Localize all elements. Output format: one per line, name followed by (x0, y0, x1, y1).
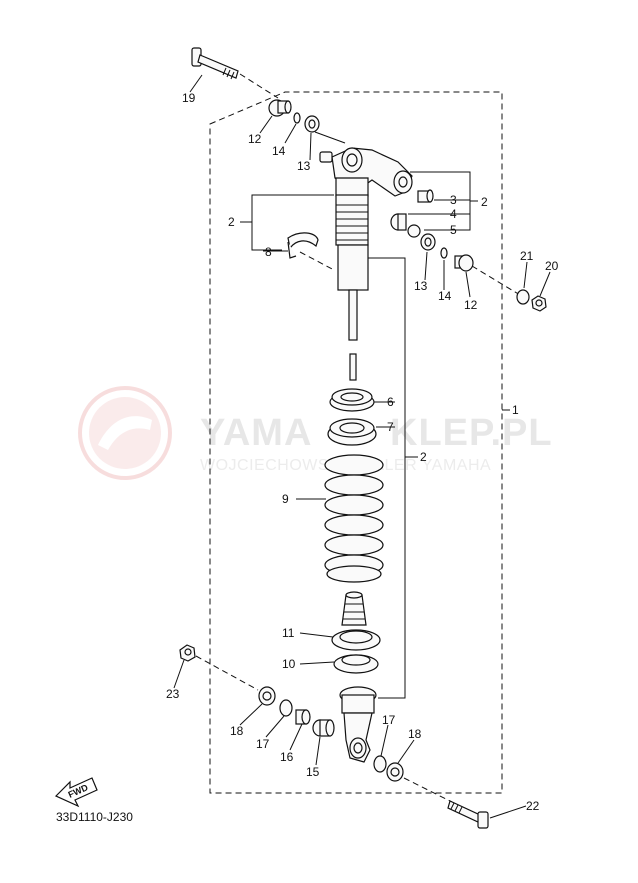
callout-23: 23 (166, 687, 180, 701)
callout-19: 19 (182, 91, 196, 105)
bracket-2-top (408, 171, 478, 231)
callout-5: 5 (450, 223, 457, 237)
locknut-6 (329, 388, 375, 412)
callout-6: 6 (387, 395, 394, 409)
spring-guide-10 (333, 654, 379, 674)
oring-5 (407, 224, 421, 238)
callout-22: 22 (526, 799, 540, 813)
callout-14-right: 14 (438, 289, 452, 303)
callout-18-left: 18 (230, 724, 244, 738)
bolt-22 (447, 800, 489, 829)
callout-10: 10 (282, 657, 296, 671)
adjust-nut-7 (327, 418, 377, 446)
leader-13a-line (314, 131, 346, 144)
callout-16: 16 (280, 750, 294, 764)
spring-9 (324, 454, 384, 583)
shock-lower-mount (339, 686, 377, 763)
bracket-2-right (368, 257, 406, 699)
leader-22-line (403, 777, 453, 803)
oring-14-right (440, 247, 448, 259)
watermark-logo-icon (78, 386, 172, 480)
spring-seat-11 (331, 629, 381, 651)
callout-9: 9 (282, 492, 289, 506)
oring-14-top (293, 112, 301, 124)
watermark-title-2: KLEP.PL (390, 412, 553, 454)
shock-upper-mount (319, 147, 413, 197)
washer-18-right (386, 762, 404, 782)
callout-1: 1 (512, 403, 519, 417)
callout-8: 8 (265, 245, 272, 259)
callout-2-top: 2 (481, 195, 488, 209)
callout-14-top: 14 (272, 144, 286, 158)
oil-seal-17-right (373, 755, 387, 773)
diagram-code: 33D1110-J230 (56, 810, 133, 824)
callout-18-right: 18 (408, 727, 422, 741)
callout-12-top: 12 (248, 132, 262, 146)
callout-11: 11 (282, 626, 295, 640)
nut-23 (179, 644, 196, 662)
washer-13-top (304, 115, 320, 133)
callout-12-right: 12 (464, 298, 478, 312)
washer-21 (516, 289, 530, 305)
washer-18-left (258, 686, 276, 706)
collar-16 (295, 709, 311, 725)
oil-seal-17-left (279, 699, 293, 717)
bushing-4 (390, 213, 407, 231)
callout-7: 7 (387, 420, 394, 434)
callout-13-right: 13 (414, 279, 428, 293)
watermark: YAMA KLEP.PL WOJCIECHOWSKI DEALER YAMAHA (78, 386, 553, 480)
callout-21: 21 (520, 249, 534, 263)
collar-12-right (454, 254, 474, 272)
washer-13-right (420, 233, 436, 251)
plate-8 (287, 232, 319, 259)
callout-15: 15 (306, 765, 320, 779)
assembly-boundary (209, 91, 503, 794)
fwd-arrow-icon: FWD (54, 777, 98, 808)
nut-20 (531, 295, 547, 312)
leader-lines (173, 74, 551, 819)
leader-19-line (239, 73, 279, 99)
leader-8-line (299, 251, 335, 271)
leader-23-line (195, 655, 259, 691)
callout-4: 4 (450, 207, 457, 221)
callout-17-right: 17 (382, 713, 396, 727)
callout-13-top: 13 (297, 159, 311, 173)
leader-12b-line (471, 265, 521, 296)
callouts: 19 12 14 13 3 4 5 2 2 8 13 14 12 21 20 1… (166, 91, 559, 813)
callout-3: 3 (450, 193, 457, 207)
callout-2-left: 2 (228, 215, 235, 229)
shock-body (335, 194, 369, 381)
bolt-19 (191, 47, 239, 80)
collar-12-top (268, 99, 292, 117)
bump-stop (341, 591, 367, 626)
bracket-2-left (240, 194, 334, 251)
callout-2-right: 2 (420, 450, 427, 464)
callout-20: 20 (545, 259, 559, 273)
callout-17-left: 17 (256, 737, 270, 751)
watermark-title: YAMA (200, 412, 312, 454)
bearing-15 (312, 719, 335, 737)
collar-3 (417, 189, 434, 203)
